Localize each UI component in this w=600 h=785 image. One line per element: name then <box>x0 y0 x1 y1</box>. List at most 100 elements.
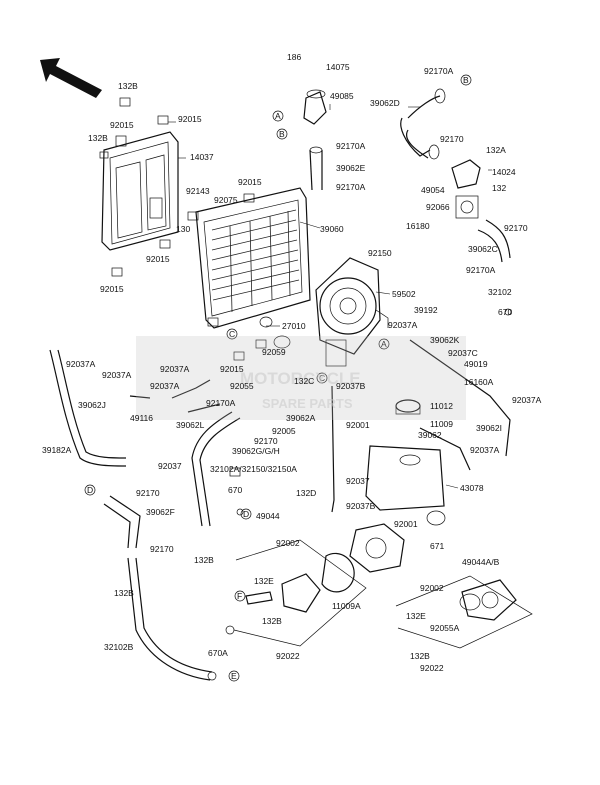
part-label: 49085 <box>330 91 354 101</box>
part-label: 11012 <box>430 401 453 411</box>
part-label: 186 <box>287 52 301 62</box>
part-label: 92037A <box>102 370 132 380</box>
part-label: 92015 <box>146 254 170 264</box>
water-pipe-32102a <box>191 411 241 527</box>
callout-b-top: B <box>276 128 288 140</box>
callout-f-pump: F <box>234 590 246 602</box>
svg-text:MOTORCYCLE: MOTORCYCLE <box>240 369 361 388</box>
part-label: 16180 <box>406 221 430 231</box>
radiator-shroud <box>101 131 179 251</box>
part-label: 132B <box>88 133 108 143</box>
part-label: 132C <box>294 376 314 386</box>
part-label: 49044 <box>256 511 280 521</box>
watermark: MOTORCYCLE SPARE PARTS <box>136 336 466 420</box>
part-label: 92143 <box>186 186 210 196</box>
part-label: 39062I <box>476 423 502 433</box>
part-label: 92037 <box>158 461 182 471</box>
reservoir-tank <box>365 399 445 511</box>
part-label: 92037A <box>470 445 500 455</box>
part-label: 132D <box>296 488 316 498</box>
fasteners <box>99 97 512 681</box>
svg-text:D: D <box>243 509 249 519</box>
part-label: 92015 <box>220 364 244 374</box>
part-label: 49116 <box>130 413 153 423</box>
part-label: 92170A <box>466 265 496 275</box>
part-label: 92066 <box>426 202 450 212</box>
part-label: 92170A <box>424 66 454 76</box>
svg-text:F: F <box>237 591 242 601</box>
part-label: 132E <box>406 611 426 621</box>
hose-39062e <box>309 146 323 191</box>
callout-a-top: A <box>272 110 284 122</box>
part-label: 14075 <box>326 62 350 72</box>
water-pump-detail-box <box>233 539 367 647</box>
part-label: 92075 <box>214 195 238 205</box>
part-label: 92015 <box>178 114 202 124</box>
part-label: 92055A <box>430 623 460 633</box>
thermostat-housing <box>451 159 481 219</box>
part-label: 32102A/32150/32150A <box>210 464 297 474</box>
upper-hose <box>400 88 446 160</box>
part-label: 39182A <box>42 445 72 455</box>
part-label: 39192 <box>414 305 438 315</box>
part-label: 132B <box>410 651 430 661</box>
part-label: 92170 <box>504 223 528 233</box>
part-label: 92037A <box>388 320 418 330</box>
front-direction-arrow-icon <box>40 58 102 98</box>
part-label: 59502 <box>392 289 416 299</box>
part-label: 671 <box>430 541 444 551</box>
part-label: 92037B <box>336 381 366 391</box>
part-label: 670A <box>208 648 228 658</box>
part-label: 39062G/G/H <box>232 446 280 456</box>
svg-text:C: C <box>319 373 325 383</box>
part-label: 92170 <box>150 544 174 554</box>
svg-text:E: E <box>231 671 237 681</box>
callout-a-mid: A <box>378 338 390 350</box>
part-label: 14024 <box>492 167 516 177</box>
reservoir-hoses <box>331 339 511 513</box>
part-label: 43078 <box>460 483 484 493</box>
part-label: 92170A <box>336 141 366 151</box>
part-label: 39062J <box>78 400 106 410</box>
part-label: 14037 <box>190 152 214 162</box>
leader-lines <box>168 104 492 489</box>
part-label: 11009A <box>332 601 361 611</box>
part-label: 49054 <box>421 185 445 195</box>
water-pump-variant-box <box>395 575 533 649</box>
part-label: 92150 <box>368 248 392 258</box>
part-label: 132B <box>118 81 138 91</box>
part-label: 132B <box>114 588 134 598</box>
part-label: 92037 <box>346 476 370 486</box>
callout-d-left: D <box>84 484 96 496</box>
part-label: 670 <box>228 485 242 495</box>
part-label: 39060 <box>320 224 344 234</box>
part-label: 92022 <box>276 651 300 661</box>
part-label: 49019 <box>464 359 488 369</box>
filler-neck <box>303 89 327 125</box>
radiator-core <box>195 187 311 329</box>
part-label: 39062F <box>146 507 175 517</box>
part-label: 92015 <box>100 284 124 294</box>
part-label: 39062K <box>430 335 460 345</box>
part-label: 92037B <box>346 501 376 511</box>
part-label: 92015 <box>238 177 262 187</box>
part-label: 92037A <box>160 364 190 374</box>
part-label: 92015 <box>110 120 134 130</box>
part-label: 92005 <box>272 426 296 436</box>
part-label: 39062A <box>286 413 316 423</box>
part-label: 132E <box>254 576 274 586</box>
side-hose-39062c <box>477 219 511 263</box>
part-label: 92170 <box>254 436 278 446</box>
svg-text:B: B <box>279 129 285 139</box>
callout-b-right: B <box>460 74 472 86</box>
part-label: 39062L <box>176 420 205 430</box>
part-label: 92001 <box>394 519 418 529</box>
part-label: 92002 <box>420 583 444 593</box>
part-label: 27010 <box>282 321 306 331</box>
svg-text:C: C <box>229 329 235 339</box>
water-pump <box>321 523 405 593</box>
part-label: 92170 <box>136 488 160 498</box>
part-label: 32102B <box>104 642 134 652</box>
